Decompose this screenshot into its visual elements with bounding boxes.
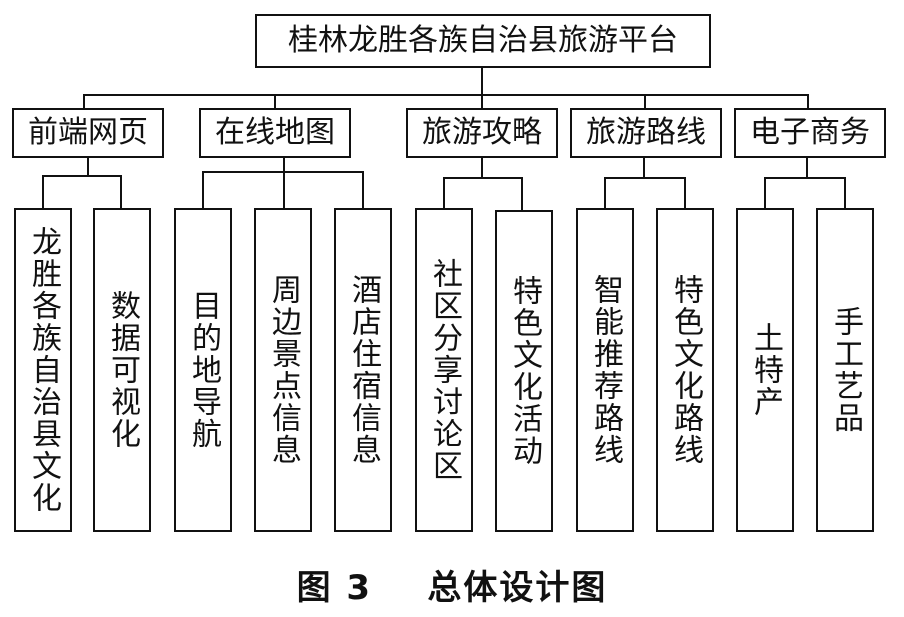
module-label: 在线地图 [215, 115, 335, 150]
root-label: 桂林龙胜各族自治县旅游平台 [288, 23, 678, 58]
connector [283, 158, 285, 173]
connector [362, 171, 364, 210]
connector [87, 158, 89, 177]
module-map: 在线地图 [199, 108, 351, 158]
leaf-navigation: 目的地导航 [174, 208, 232, 532]
leaf-label: 社区分享讨论区 [427, 258, 462, 482]
connector [604, 177, 606, 210]
leaf-nearby-spots: 周边景点信息 [254, 208, 312, 532]
leaf-handicrafts: 手工艺品 [816, 208, 874, 532]
leaf-label: 特色文化活动 [507, 275, 542, 467]
connector [481, 94, 483, 110]
connector [604, 177, 686, 179]
figure-number: 图 3 [296, 568, 373, 608]
module-label: 前端网页 [28, 115, 148, 150]
module-guide: 旅游攻略 [406, 108, 558, 158]
leaf-label: 智能推荐路线 [588, 274, 623, 466]
leaf-label: 龙胜各族自治县文化 [26, 226, 61, 514]
connector [83, 94, 85, 110]
figure-caption: 图 3 总体设计图 [0, 560, 904, 609]
connector [643, 158, 645, 179]
connector [443, 177, 523, 179]
leaf-culture: 龙胜各族自治县文化 [14, 208, 72, 532]
connector [42, 175, 122, 177]
connector [764, 177, 766, 210]
leaf-visualization: 数据可视化 [93, 208, 151, 532]
connector [42, 175, 44, 210]
leaf-label: 手工艺品 [828, 306, 863, 434]
module-ecommerce: 电子商务 [734, 108, 886, 158]
connector [644, 94, 646, 110]
connector [844, 177, 846, 210]
connector [521, 177, 523, 212]
leaf-culture-activity: 特色文化活动 [495, 210, 553, 532]
connector [120, 175, 122, 210]
leaf-label: 酒店住宿信息 [346, 274, 381, 466]
leaf-community: 社区分享讨论区 [415, 208, 473, 532]
leaf-label: 土特产 [748, 322, 783, 418]
module-label: 旅游攻略 [422, 115, 542, 150]
connector [806, 158, 808, 179]
connector [83, 94, 809, 96]
module-frontend: 前端网页 [12, 108, 164, 158]
leaf-smart-route: 智能推荐路线 [576, 208, 634, 532]
leaf-label: 数据可视化 [105, 290, 140, 450]
connector [684, 177, 686, 210]
connector [443, 177, 445, 210]
connector [807, 94, 809, 110]
connector [764, 177, 846, 179]
module-label: 电子商务 [750, 115, 870, 150]
leaf-culture-route: 特色文化路线 [656, 208, 714, 532]
leaf-local-products: 土特产 [736, 208, 794, 532]
leaf-label: 周边景点信息 [266, 274, 301, 466]
leaf-hotel: 酒店住宿信息 [334, 208, 392, 532]
connector [202, 171, 204, 210]
connector [481, 158, 483, 179]
root-node: 桂林龙胜各族自治县旅游平台 [255, 14, 711, 68]
connector [283, 171, 285, 210]
figure-title: 总体设计图 [427, 568, 608, 608]
connector [481, 68, 483, 96]
module-route: 旅游路线 [570, 108, 722, 158]
leaf-label: 目的地导航 [186, 290, 221, 450]
connector [274, 94, 276, 110]
module-label: 旅游路线 [586, 115, 706, 150]
leaf-label: 特色文化路线 [668, 274, 703, 466]
